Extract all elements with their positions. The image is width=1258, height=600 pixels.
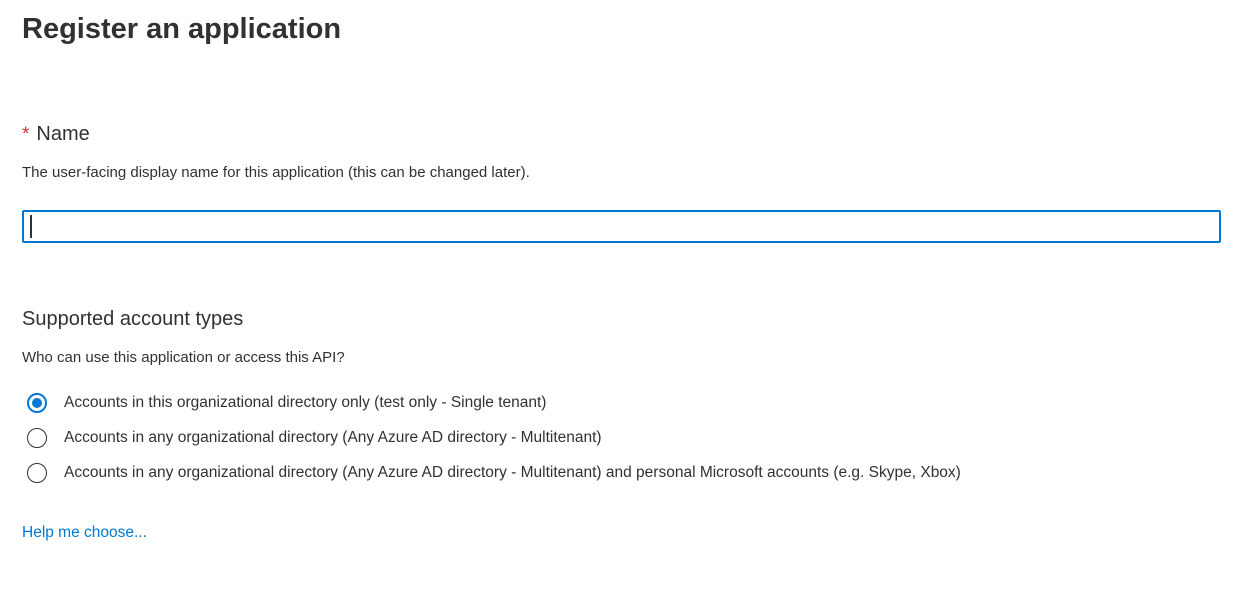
name-label-text: Name [36, 123, 90, 145]
help-me-choose-link[interactable]: Help me choose... [22, 524, 147, 541]
radio-button-icon[interactable] [27, 462, 47, 483]
supported-account-types-heading: Supported account types [22, 308, 244, 330]
radio-option-single-tenant[interactable]: Accounts in this organizational director… [22, 392, 1221, 413]
account-types-question: Who can use this application or access t… [22, 349, 345, 366]
radio-selected-dot-icon [32, 397, 42, 408]
name-field-section: * Name The user-facing display name for t… [22, 122, 1221, 243]
radio-option-label: Accounts in this organizational director… [64, 394, 547, 411]
name-label: * Name [22, 122, 1221, 147]
name-input[interactable] [22, 210, 1221, 243]
radio-option-multitenant-personal[interactable]: Accounts in any organizational directory… [22, 462, 1221, 483]
radio-button-icon[interactable] [27, 427, 47, 448]
radio-button-icon[interactable] [27, 392, 47, 413]
radio-option-multitenant[interactable]: Accounts in any organizational directory… [22, 427, 1221, 448]
page-title: Register an application [22, 13, 342, 45]
name-description: The user-facing display name for this ap… [22, 164, 530, 181]
account-type-radio-group: Accounts in this organizational director… [22, 392, 1221, 483]
supported-account-types-section: Supported account types Who can use this… [22, 307, 1221, 542]
name-input-wrap [22, 210, 1221, 243]
required-asterisk-icon: * [22, 124, 30, 145]
radio-option-label: Accounts in any organizational directory… [64, 429, 602, 446]
radio-option-label: Accounts in any organizational directory… [64, 464, 961, 481]
register-application-page: Register an application * Name The user-f… [22, 13, 1221, 542]
